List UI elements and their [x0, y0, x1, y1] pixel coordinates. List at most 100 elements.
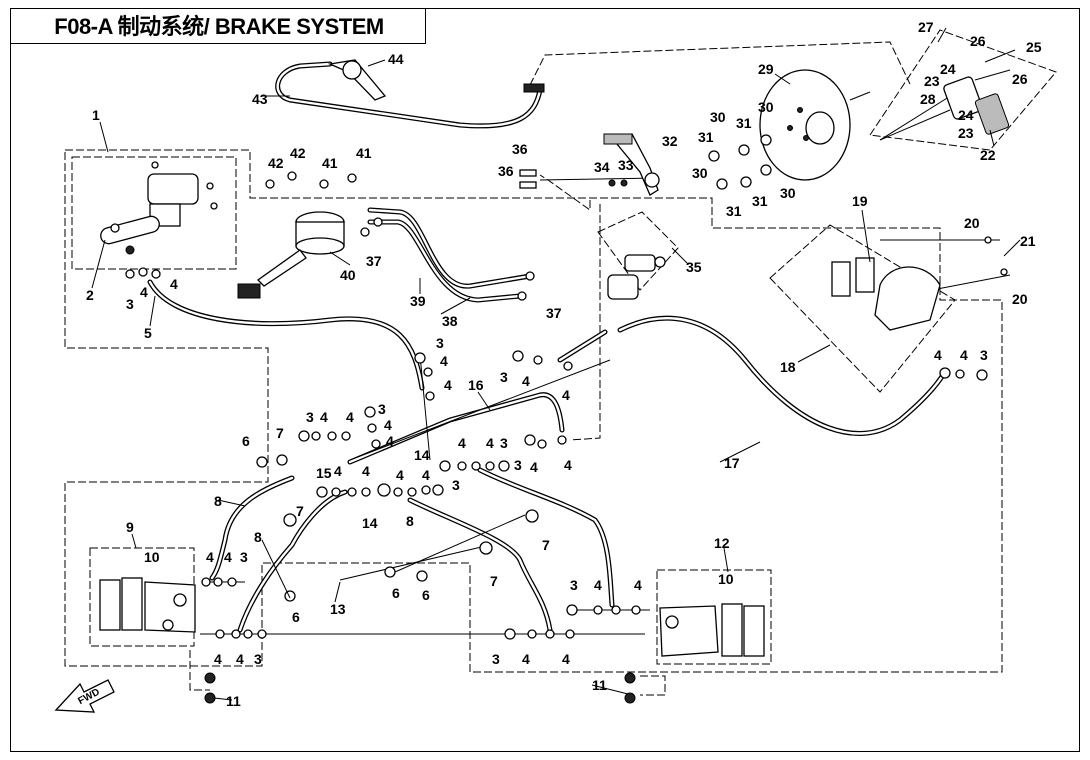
fitting: [654, 256, 666, 268]
callout: 31: [752, 193, 768, 209]
hose-5: [147, 279, 425, 391]
left-front-caliper: [99, 577, 196, 633]
pedal-bolt-link: [539, 174, 591, 211]
callout: 4: [384, 417, 392, 433]
right-bolt-link: [640, 675, 666, 696]
title-box: F08-A 制动系统/ BRAKE SYSTEM: [10, 8, 426, 44]
piston: [162, 619, 174, 631]
callout: 4: [320, 409, 328, 425]
hose-clamp: [525, 271, 535, 281]
callout: 12: [714, 535, 730, 551]
callout: 31: [736, 115, 752, 131]
park-bolt: [879, 109, 951, 141]
right-pad: [721, 603, 743, 657]
callout: 43: [252, 91, 268, 107]
callout: 36: [512, 141, 528, 157]
callout: 3: [452, 477, 460, 493]
callout: 31: [726, 203, 742, 219]
fittings: [125, 267, 641, 704]
callout: 17: [724, 455, 740, 471]
bolt-20: [984, 236, 992, 244]
left-pad: [121, 577, 143, 631]
fastener: [151, 161, 159, 169]
disc-axle: [849, 91, 871, 101]
page-title: F08-A 制动系统/ BRAKE SYSTEM: [54, 14, 384, 39]
washer: [620, 179, 628, 187]
callout: 4: [634, 577, 642, 593]
disc-outer: [759, 69, 851, 181]
right-caliper-body: [659, 605, 719, 657]
washer: [760, 164, 772, 176]
disc-hole: [803, 135, 809, 141]
callout: 7: [296, 503, 304, 519]
callout: 4: [214, 651, 222, 667]
line-vertical-center: [419, 354, 431, 461]
rear-master-top: [624, 254, 656, 272]
fastener: [319, 179, 329, 189]
master-cylinder-body: [147, 173, 199, 205]
callout: 23: [924, 73, 940, 89]
callout: 7: [276, 425, 284, 441]
callout: 4: [522, 373, 530, 389]
callout: 4: [594, 577, 602, 593]
callout: 3: [492, 651, 500, 667]
callout: 3: [436, 335, 444, 351]
washer: [740, 176, 752, 188]
callout: 6: [242, 433, 250, 449]
callout: 4: [362, 463, 370, 479]
cable-end: [523, 83, 545, 93]
rear-pad: [855, 257, 875, 293]
callout: 8: [406, 513, 414, 529]
callout: 3: [240, 549, 248, 565]
reservoir-assembly: [237, 171, 383, 299]
callout: 33: [618, 157, 634, 173]
switch-connector: [237, 283, 261, 299]
fastener: [347, 173, 357, 183]
callout: 4: [334, 463, 342, 479]
callout: 39: [410, 293, 426, 309]
callout: 38: [442, 313, 458, 329]
callout: 28: [920, 91, 936, 107]
group-rear-master-box: [597, 211, 679, 291]
line-bolt-36: [539, 177, 656, 181]
group-park-caliper-box: [869, 29, 1057, 151]
callout: 8: [254, 529, 262, 545]
callout: 3: [126, 296, 134, 312]
callout: 4: [562, 387, 570, 403]
pedal-pad: [603, 133, 633, 145]
fastener: [287, 171, 297, 181]
callout: 23: [958, 125, 974, 141]
callout: 3: [254, 651, 262, 667]
callout: 15: [316, 465, 332, 481]
bolt: [716, 178, 728, 190]
callout: 3: [306, 409, 314, 425]
callout: 20: [964, 215, 980, 231]
lever-nut: [125, 245, 135, 255]
callout: 32: [662, 133, 678, 149]
park-pin: [984, 49, 1016, 63]
leader-lines: [91, 27, 1021, 701]
callout: 29: [758, 61, 774, 77]
callout: 5: [144, 325, 152, 341]
park-cable-link: [529, 41, 911, 86]
left-bolt-link: [189, 650, 210, 691]
callout: 11: [226, 693, 241, 709]
bolt: [519, 181, 537, 189]
callout: 21: [1020, 233, 1036, 249]
group-front-master-outline: [64, 149, 1003, 673]
callout: 4: [396, 467, 404, 483]
disc-hub: [805, 111, 835, 145]
fastener: [206, 182, 214, 190]
rear-master-body: [607, 274, 639, 300]
callout: 3: [980, 347, 988, 363]
callout: 25: [1026, 39, 1042, 55]
callout: 30: [780, 185, 796, 201]
callout: 4: [224, 549, 232, 565]
callout: 4: [522, 651, 530, 667]
callout: 4: [386, 433, 394, 449]
front-master-cylinder: [100, 161, 218, 255]
group-outlines: [64, 29, 1057, 696]
hose-38: [367, 219, 523, 303]
callout: 18: [780, 359, 796, 375]
rear-caliper: [831, 236, 1008, 381]
